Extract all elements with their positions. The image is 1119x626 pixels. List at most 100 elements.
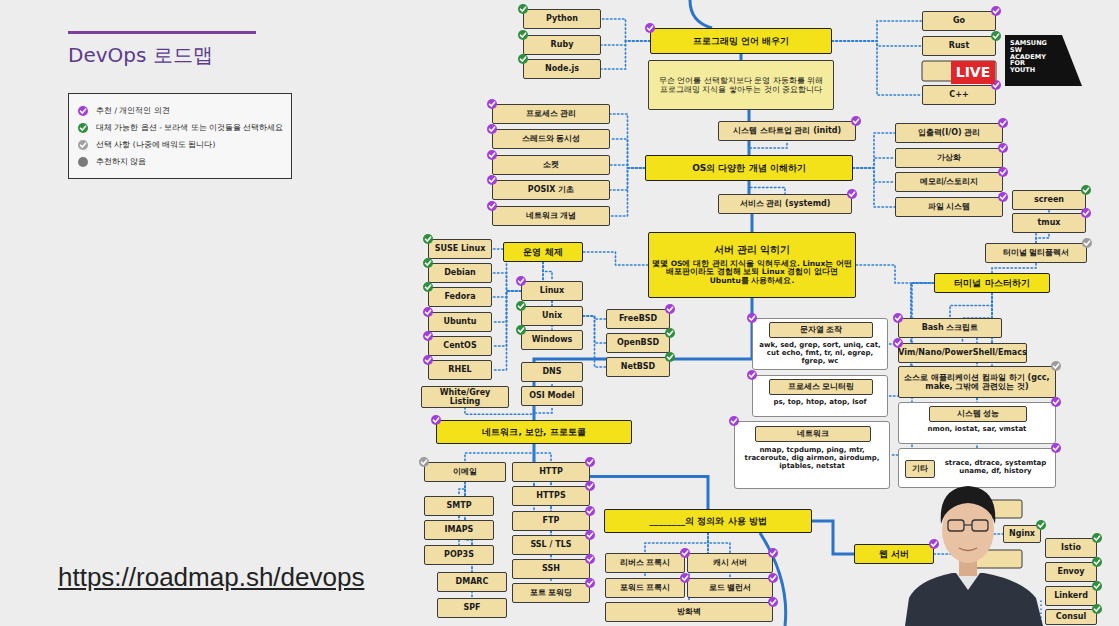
group-header: 기타 — [905, 460, 935, 478]
dotted-connector — [749, 181, 785, 194]
tool-group: strace, dtrace, systemtap uname, df, his… — [898, 448, 1056, 488]
check-mark — [851, 116, 861, 126]
check-badge — [1036, 520, 1046, 530]
check-badge — [516, 301, 526, 311]
check-badge — [645, 23, 655, 33]
box-label: nmon, iostat, sar, vmstat — [928, 425, 1027, 433]
check-mark — [1082, 238, 1092, 248]
legend-row: 추천 / 개인적인 의견 — [78, 102, 283, 119]
check-mark — [896, 316, 901, 320]
legend-text: 추천 / 개인적인 의견 — [96, 106, 170, 116]
check-mark — [750, 316, 755, 320]
option-box: Istio — [1045, 538, 1097, 558]
check-mark — [518, 4, 528, 14]
box-label: OS의 다양한 개념 이해하기 — [692, 163, 806, 173]
check-mark — [668, 307, 673, 311]
box-label: 프로세스 관리 — [526, 109, 577, 118]
box-label: Linux — [540, 286, 564, 295]
check-mark — [81, 109, 86, 113]
check-mark — [768, 548, 778, 558]
check-mark — [588, 484, 593, 488]
box-label: nmap, tcpdump, ping, mtr, traceroute, di… — [738, 446, 886, 470]
presenter-glasses — [964, 524, 972, 525]
option-box: NetBSD — [606, 357, 670, 377]
spine-line — [690, 0, 712, 28]
check-mark — [750, 373, 755, 377]
check-badge — [423, 234, 433, 244]
dotted-connector — [543, 262, 552, 281]
check-mark — [680, 573, 690, 583]
option-box: POSIX 기초 — [492, 180, 610, 200]
topic-box: 프로그래밍 언어 배우기 — [650, 28, 832, 54]
legend-swatch — [78, 140, 88, 150]
box-label: DNS — [542, 367, 561, 376]
check-mark — [1001, 170, 1006, 174]
box-label: 로드 밸런서 — [709, 583, 752, 592]
check-badge — [419, 457, 429, 467]
check-mark — [668, 355, 673, 359]
dotted-connector — [853, 133, 895, 168]
check-badge — [487, 150, 497, 160]
box-label: Bash 스크립트 — [922, 323, 979, 332]
dotted-connector — [853, 168, 895, 207]
group-header: 프로세스 모니터링 — [769, 379, 873, 395]
check-mark — [78, 123, 88, 133]
check-mark — [419, 457, 429, 467]
option-box: SSH — [512, 559, 590, 579]
option-box: 포워드 프록시 — [605, 578, 685, 598]
option-box: Unix — [521, 306, 583, 326]
option-box: Node.js — [523, 59, 601, 79]
legend-text: 선택 사항 (나중에 배워도 됩니다) — [96, 140, 215, 150]
box-label: 리버스 프록시 — [620, 558, 671, 567]
box-label: 운영 체제 — [523, 247, 562, 257]
topic-box: ________의 정의와 사용 방법 — [604, 509, 812, 533]
check-mark — [490, 153, 495, 157]
main-connector — [812, 521, 854, 554]
check-mark — [426, 358, 431, 362]
dotted-connector — [645, 533, 708, 553]
option-box: Nginx — [1003, 525, 1041, 543]
check-mark — [588, 509, 593, 513]
check-mark — [1001, 121, 1006, 125]
check-badge — [585, 481, 595, 491]
check-mark — [423, 355, 433, 365]
check-mark — [585, 554, 595, 564]
legend-swatch — [78, 157, 88, 167]
check-mark — [426, 310, 431, 314]
option-box: Ruby — [523, 35, 601, 55]
dotted-connector — [534, 444, 551, 462]
box-label: 이메일 — [453, 467, 477, 476]
box-label: Ubuntu — [443, 317, 476, 326]
check-mark — [683, 551, 688, 555]
check-mark — [426, 237, 431, 241]
box-label: Nginx — [1009, 529, 1035, 538]
box-label: FTP — [543, 516, 560, 525]
box-label: Vim/Nano/PowerShell/Emacs — [898, 348, 1026, 357]
check-mark — [1085, 241, 1090, 245]
check-mark — [1039, 523, 1044, 527]
check-mark — [487, 124, 497, 134]
option-box: Vim/Nano/PowerShell/Emacs — [898, 343, 1027, 363]
check-badge — [487, 201, 497, 211]
check-mark — [81, 126, 86, 130]
box-label: 포트 포워딩 — [530, 588, 573, 597]
topic-box: 서버 관리 익히기몇몇 OS에 대한 관리 지식을 익혀두세요. Linux는 … — [648, 232, 856, 298]
dotted-connector — [832, 21, 922, 41]
option-box: White/Grey Listing — [421, 386, 509, 408]
check-mark — [588, 533, 593, 537]
option-box: 가상화 — [895, 148, 1003, 168]
check-mark — [998, 167, 1008, 177]
check-mark — [423, 258, 433, 268]
check-mark — [423, 234, 433, 244]
check-badge — [1092, 581, 1102, 591]
check-badge — [518, 4, 528, 14]
option-box: Bash 스크립트 — [898, 318, 1002, 338]
check-badge — [665, 328, 675, 338]
option-box: 포트 포워딩 — [512, 583, 590, 603]
check-badge — [991, 31, 1001, 41]
check-badge — [768, 548, 778, 558]
box-label: Rust — [949, 41, 969, 50]
check-mark — [729, 416, 739, 426]
box-label: RHEL — [448, 365, 471, 374]
check-badge — [1092, 604, 1102, 614]
